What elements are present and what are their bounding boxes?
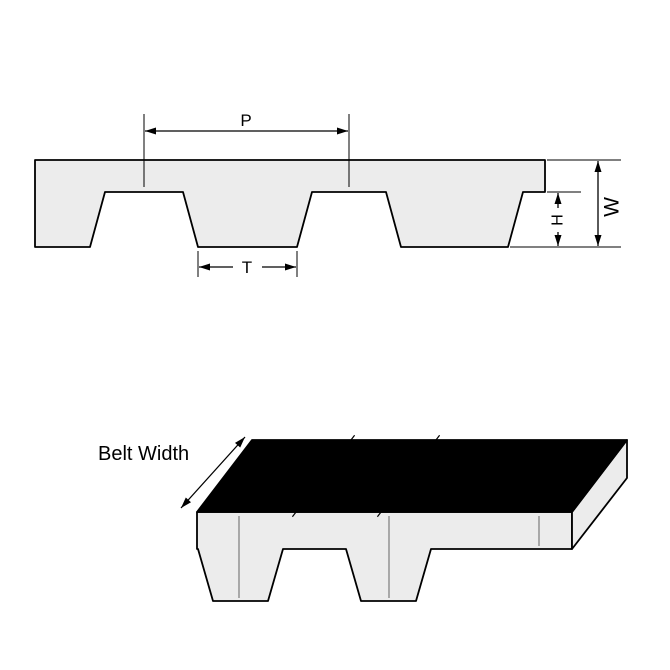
thickness-arrow-up [594,161,602,172]
pitch-arrow-right [337,127,348,135]
belt-width-dimension: Belt Width [98,436,246,509]
pitch-arrow-left [145,127,156,135]
top-face-tooth-line-1 [291,434,356,518]
belt-front-face [196,511,573,602]
tooth-arrow-right [285,263,296,271]
belt-top-face [196,439,628,513]
pitch-dimension: P [143,111,350,187]
height-arrow-up [554,193,562,204]
belt-width-arrow-head-lower [181,497,191,508]
top-face-tooth-line-2 [376,434,441,518]
thickness-label: W [601,197,624,217]
belt-width-label: Belt Width [98,443,189,465]
thickness-arrow-down [594,235,602,246]
profile-view: P T H W [34,111,624,277]
belt-profile-outline [34,159,546,248]
tooth-arrow-left [199,263,210,271]
belt-width-arrow-head-upper [235,437,245,448]
pitch-label: P [240,111,251,130]
height-arrow-down [554,235,562,246]
tooth-height-dimension: H [510,191,621,248]
belt-thickness-dimension: W [547,159,624,246]
belt-width-arrow-line [180,436,246,509]
tooth-width-label: T [242,258,252,277]
tooth-width-dimension: T [197,251,298,277]
tooth-height-label: H [550,214,567,226]
iso-view: Belt Width [98,434,628,602]
